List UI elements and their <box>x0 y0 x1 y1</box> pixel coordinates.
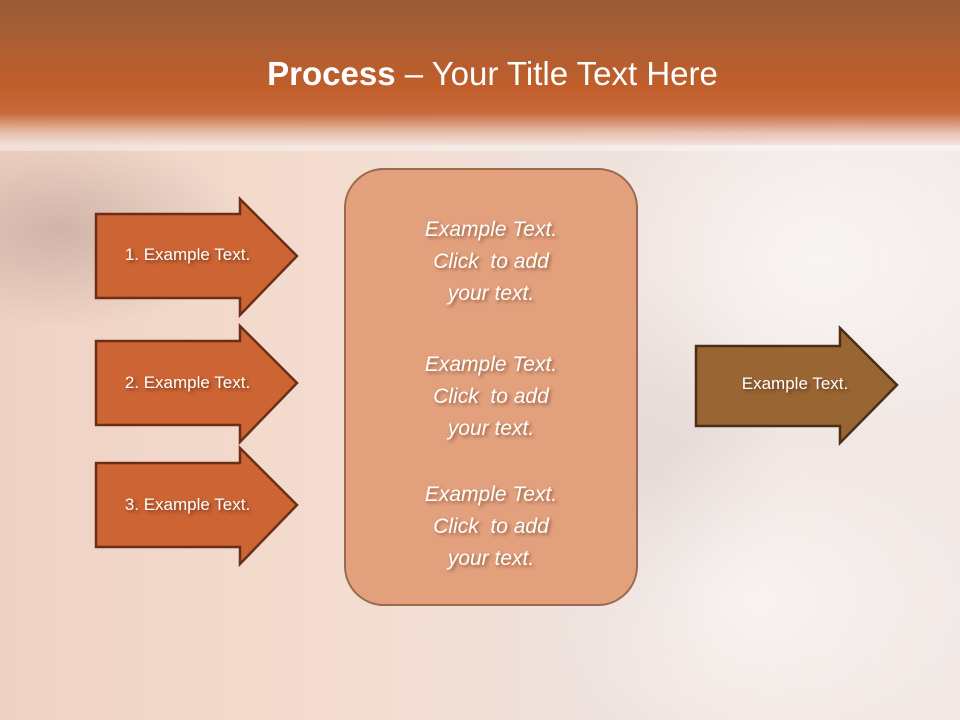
step-arrow-3[interactable]: 3. Example Text. <box>94 444 299 568</box>
center-text-box[interactable]: Example Text. Click to add your text. Ex… <box>344 168 638 606</box>
step-label: 1. Example Text. <box>124 245 251 264</box>
text-group-3: Example Text. Click to add your text. <box>346 479 636 575</box>
group-line: your text. <box>447 282 535 305</box>
text-group-1: Example Text. Click to add your text. <box>346 214 636 310</box>
group-line: your text. <box>447 547 535 570</box>
step-label: 3. Example Text. <box>124 495 251 514</box>
output-label: Example Text. <box>741 374 849 393</box>
output-arrow[interactable]: Example Text. <box>694 324 900 447</box>
step-arrow-1[interactable]: 1. Example Text. <box>94 195 299 319</box>
group-line: Click to add <box>433 515 549 538</box>
slide-title[interactable]: Process – Your Title Text Here <box>0 52 960 96</box>
title-rest: – Your Title Text Here <box>395 55 718 92</box>
step-label: 2. Example Text. <box>124 373 251 392</box>
title-bar-divider <box>0 145 960 151</box>
group-line: your text. <box>447 417 535 440</box>
title-bold: Process <box>267 55 396 92</box>
right-arrow-icon <box>94 322 299 446</box>
right-arrow-icon <box>94 195 299 319</box>
group-line: Click to add <box>433 385 549 408</box>
right-arrow-icon <box>694 324 899 447</box>
group-line: Example Text. <box>424 483 558 506</box>
right-arrow-icon <box>94 444 299 568</box>
title-bar <box>0 0 960 145</box>
group-line: Example Text. <box>424 218 558 241</box>
step-arrow-2[interactable]: 2. Example Text. <box>94 322 299 446</box>
group-line: Click to add <box>433 250 549 273</box>
group-line: Example Text. <box>424 353 558 376</box>
text-group-2: Example Text. Click to add your text. <box>346 349 636 445</box>
